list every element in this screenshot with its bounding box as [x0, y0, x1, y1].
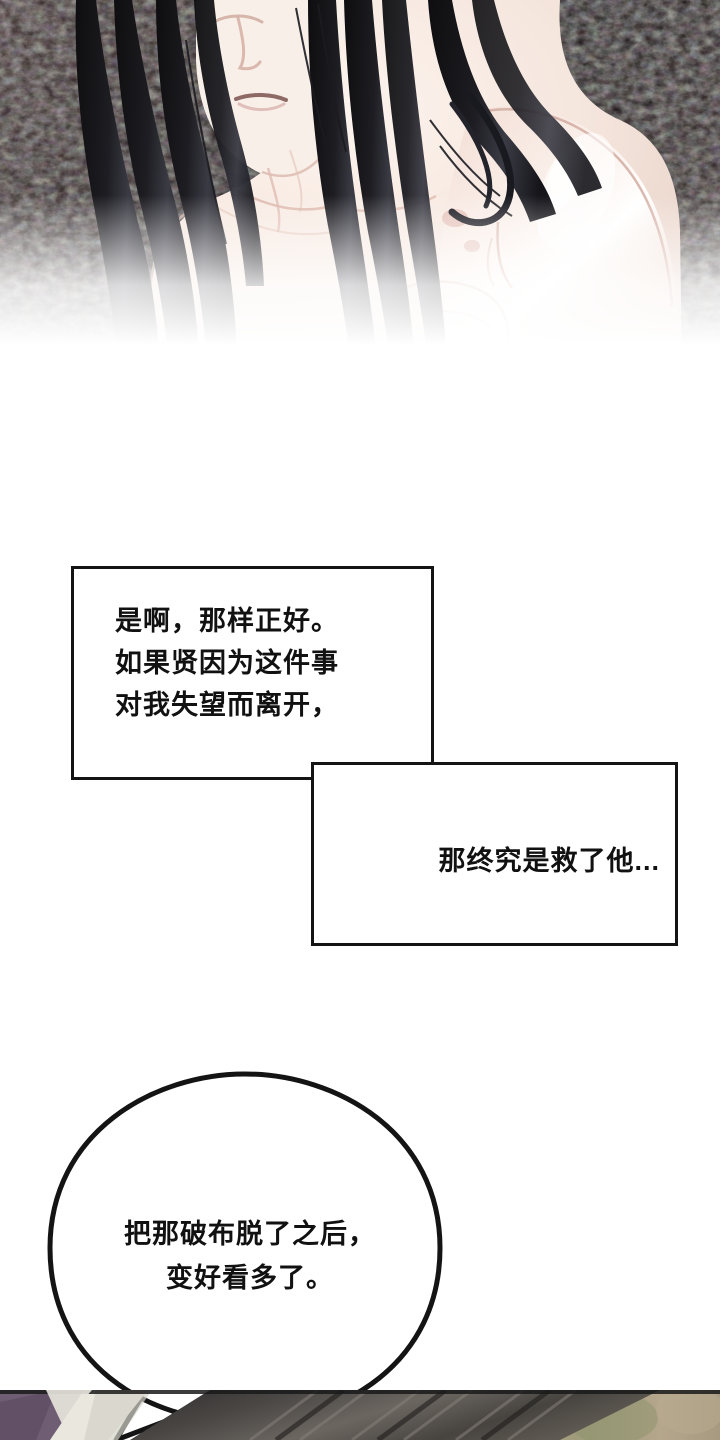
- box-seam-patch: [314, 765, 431, 777]
- speech-box-lower-text: 那终究是救了他...: [438, 846, 660, 876]
- speech-box-lower: [311, 762, 678, 946]
- speech-bubble-text: 把那破布脱了之后， 变好看多了。: [124, 1219, 376, 1293]
- artwork-top-panel: [0, 0, 720, 375]
- speech-box-upper-text: 是啊，那样正好。 如果贤因为这件事 对我失望而离开，: [115, 606, 339, 720]
- speech-box-upper: [71, 566, 434, 780]
- artwork-bottom-strip: [0, 1390, 720, 1440]
